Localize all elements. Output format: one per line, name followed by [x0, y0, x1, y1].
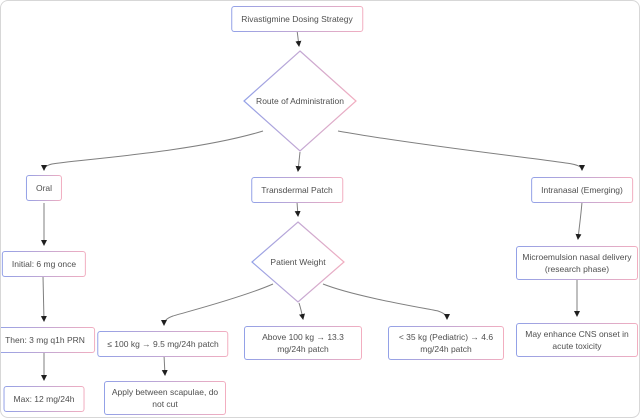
node-oral: Oral — [25, 175, 63, 201]
edge-le100-apply — [161, 354, 168, 376]
node-label: Transdermal Patch — [252, 178, 342, 202]
node-microemulsion-delivery: Microemulsion nasal delivery (research p… — [516, 246, 638, 280]
edge-patch-weight — [294, 201, 301, 217]
edge-intranasal-micro — [575, 201, 583, 240]
edge-root-route — [295, 29, 302, 47]
edge-initial-then — [40, 275, 47, 322]
node-transdermal-patch: Transdermal Patch — [251, 177, 343, 203]
node-label: Rivastigmine Dosing Strategy — [232, 7, 362, 31]
decision-patient-weight — [251, 221, 345, 303]
node-weight-above-100kg: Above 100 kg → 13.3 mg/24h patch — [244, 326, 362, 360]
edge-weight-lt35 — [322, 283, 450, 320]
node-label: Max: 12 mg/24h — [4, 387, 84, 411]
decision-route-of-administration — [243, 50, 357, 152]
node-label: May enhance CNS onset in acute toxicity — [517, 324, 637, 356]
node-label: < 35 kg (Pediatric) → 4.6 mg/24h patch — [389, 327, 503, 359]
decision-route-label: Route of Administration — [256, 96, 344, 106]
node-weight-le-100kg: ≤ 100 kg → 9.5 mg/24h patch — [97, 331, 229, 357]
node-intranasal-emerging: Intranasal (Emerging) — [531, 177, 633, 203]
node-label: Microemulsion nasal delivery (research p… — [517, 247, 637, 279]
node-label: Intranasal (Emerging) — [532, 178, 632, 202]
edge-route-patch — [295, 151, 302, 172]
edge-route-oral — [41, 130, 264, 171]
node-label: Then: 3 mg q1h PRN — [1, 328, 94, 352]
node-label: Initial: 6 mg once — [2, 252, 86, 276]
node-label: Apply between scapulae, do not cut — [105, 382, 225, 414]
node-weight-below-35kg: < 35 kg (Pediatric) → 4.6 mg/24h patch — [388, 326, 504, 360]
node-label: Oral — [26, 176, 62, 200]
node-label: ≤ 100 kg → 9.5 mg/24h patch — [98, 332, 228, 356]
edge-weight-le100 — [161, 283, 274, 326]
node-rivastigmine-dosing-strategy: Rivastigmine Dosing Strategy — [231, 6, 363, 32]
node-oral-initial-dose: Initial: 6 mg once — [1, 251, 87, 277]
node-oral-then-dose: Then: 3 mg q1h PRN — [1, 327, 95, 353]
node-apply-instructions: Apply between scapulae, do not cut — [104, 381, 226, 415]
edge-route-intranasal — [337, 130, 585, 171]
node-cns-onset: May enhance CNS onset in acute toxicity — [516, 323, 638, 357]
node-oral-max-dose: Max: 12 mg/24h — [3, 386, 85, 412]
decision-weight-label: Patient Weight — [270, 257, 326, 267]
node-label: Above 100 kg → 13.3 mg/24h patch — [245, 327, 361, 359]
edge-weight-gt100 — [298, 302, 305, 320]
